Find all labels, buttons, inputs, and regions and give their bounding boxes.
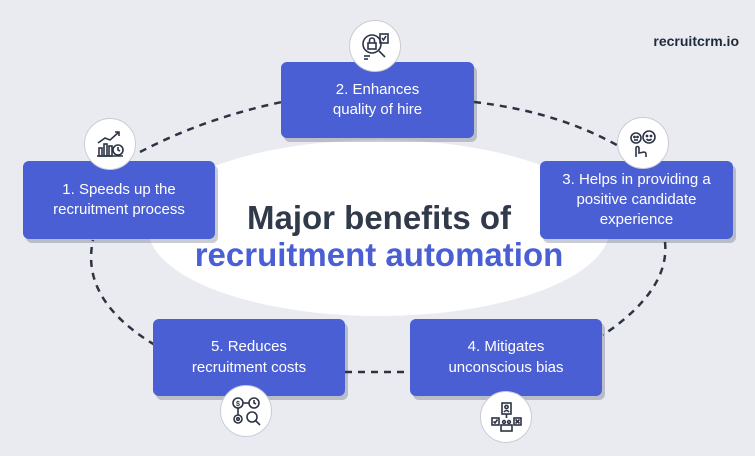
benefit-1-line-1: 1. Speeds up the bbox=[62, 180, 176, 198]
benefit-1-line-2: recruitment process bbox=[53, 201, 185, 218]
benefit-2-line-1: 2. Enhances bbox=[335, 80, 420, 98]
brand-logo-text: recruitcrm.io bbox=[653, 33, 739, 49]
benefit-box-1: 1. Speeds up the recruitment process bbox=[23, 161, 215, 239]
benefit-3-line-2: positive candidate bbox=[576, 190, 697, 208]
benefit-2-line-2: quality of hire bbox=[332, 101, 423, 118]
svg-text:$: $ bbox=[236, 401, 240, 408]
cost-time-search-icon: $ bbox=[220, 385, 272, 437]
benefit-5-line-1: 5. Reduces bbox=[211, 338, 287, 356]
title-line-1: Major benefits of bbox=[246, 199, 512, 236]
benefit-box-5: 5. Reduces recruitment costs bbox=[153, 319, 345, 396]
title-line-2: recruitment automation bbox=[194, 235, 564, 273]
benefit-box-2: 2. Enhances quality of hire bbox=[281, 62, 474, 138]
center-oval-background bbox=[148, 140, 610, 316]
main-title: Major benefits of recruitment automation bbox=[150, 199, 608, 274]
benefit-3-line-1: 3. Helps in providing a bbox=[562, 170, 711, 188]
benefit-4-line-1: 4. Mitigates bbox=[467, 338, 545, 356]
benefit-box-4: 4. Mitigates unconscious bias bbox=[410, 319, 602, 396]
benefit-4-line-2: unconscious bias bbox=[448, 358, 564, 376]
benefit-5-line-2: recruitment costs bbox=[191, 358, 307, 376]
benefit-3-line-3: experience bbox=[599, 211, 674, 229]
candidate-selection-icon bbox=[480, 391, 532, 443]
benefit-box-3: 3. Helps in providing a positive candida… bbox=[540, 161, 733, 239]
feedback-faces-icon bbox=[617, 117, 669, 169]
lock-document-search-icon bbox=[349, 20, 401, 72]
growth-chart-clock-icon bbox=[84, 118, 136, 170]
